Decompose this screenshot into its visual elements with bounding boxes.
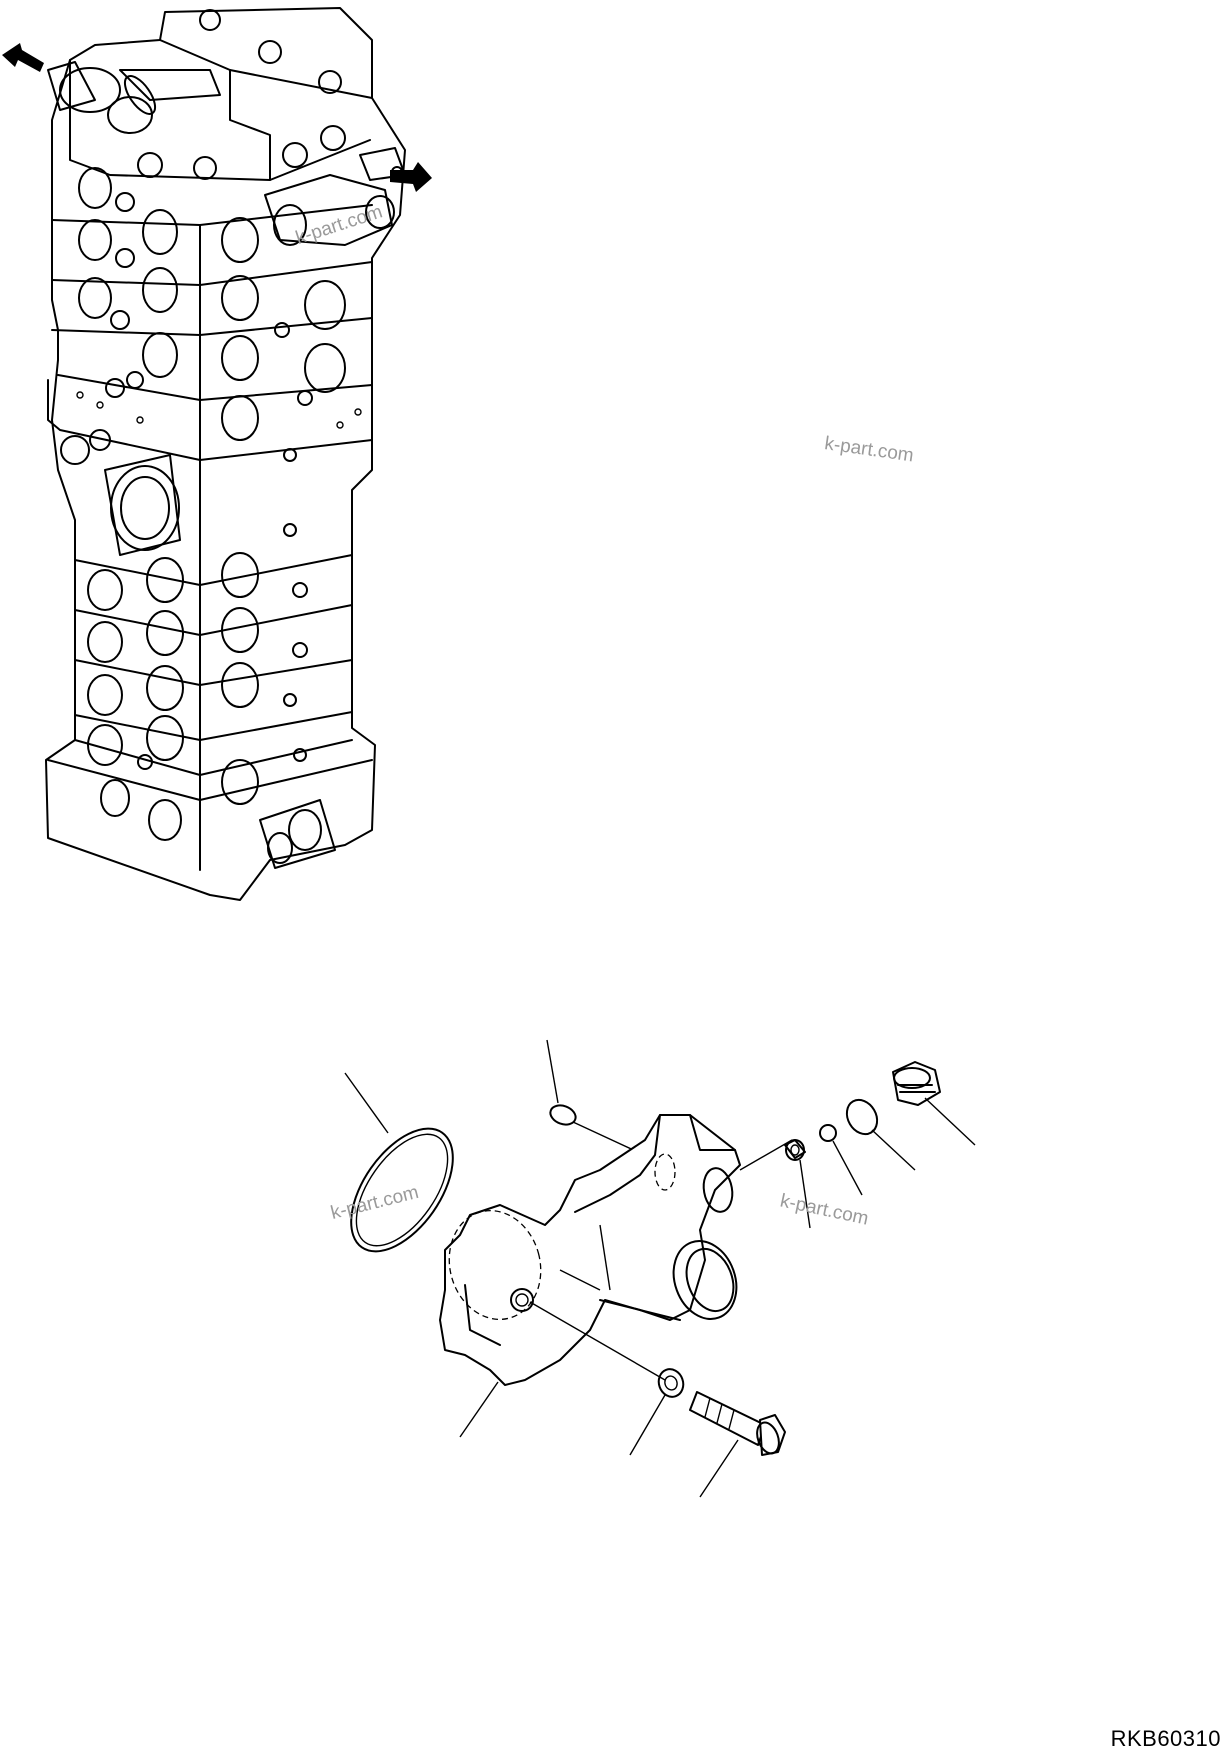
drawing-code: RKB60310	[1110, 1726, 1221, 1751]
valve-sections-upper	[51, 167, 373, 471]
arrow-left-indicator	[2, 43, 44, 72]
middle-plate	[47, 379, 373, 465]
bottom-block	[47, 739, 373, 871]
leader-body	[459, 1381, 499, 1438]
main-port-flange	[104, 454, 181, 556]
washer	[629, 1368, 685, 1456]
exploded-parts	[344, 1039, 976, 1498]
top-cover	[47, 9, 406, 246]
control-valve-assembly	[2, 7, 432, 901]
valve-body-casting	[439, 1114, 741, 1386]
valve-sections-lower	[74, 469, 353, 805]
plug-assembly	[739, 1061, 976, 1229]
arrow-right-indicator	[390, 162, 432, 192]
socket-head-bolt	[689, 1391, 786, 1498]
o-ring-large	[344, 1072, 454, 1253]
o-ring-small-top	[546, 1039, 656, 1161]
assembly-axis-line	[529, 1301, 666, 1381]
